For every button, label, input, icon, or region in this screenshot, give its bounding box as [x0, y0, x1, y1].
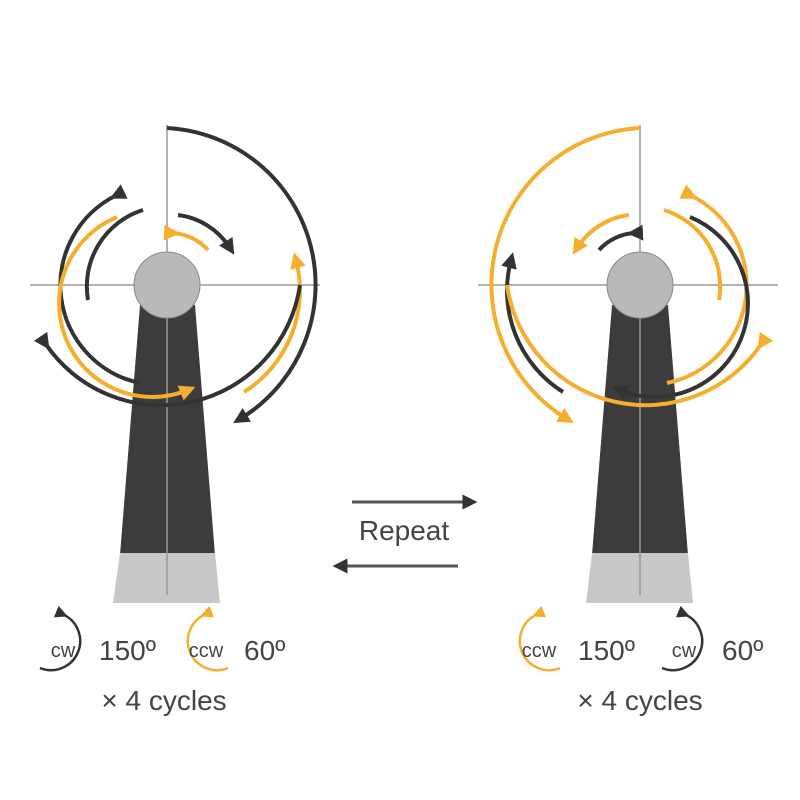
- right-ccw-badge: ccw: [518, 605, 561, 672]
- right-cycles: × 4 cycles: [577, 685, 702, 716]
- left-small-arc-accent: [163, 224, 210, 252]
- left-lower-dark-arc: [33, 284, 302, 408]
- left-cw-badge: cw: [39, 605, 82, 672]
- right-cw-angle: 60º: [722, 635, 763, 666]
- left-small-arc-dark: [177, 213, 235, 255]
- right-rotation-hub: [606, 251, 674, 319]
- left-cw-angle: 150º: [99, 635, 156, 666]
- right-inner-dark-arc: [611, 215, 750, 401]
- left-cw-text: cw: [51, 640, 76, 662]
- right-small-arc-dark: [597, 224, 644, 252]
- right-small-arc-accent: [572, 213, 630, 255]
- left-outer-cw-arc: [166, 126, 318, 424]
- repeat-indicator: Repeat: [332, 494, 478, 574]
- right-instrument: [478, 125, 778, 603]
- right-ccw-angle: 150º: [578, 635, 635, 666]
- right-sequence-labels: ccw 150º cw 60º × 4 cycles: [518, 605, 763, 716]
- right-inner-accent-arc-2: [663, 208, 723, 301]
- left-inner-dark-arc-2: [84, 208, 144, 301]
- repeat-label: Repeat: [359, 515, 450, 546]
- right-cw-badge: cw: [661, 605, 704, 672]
- left-instrument: [30, 125, 320, 603]
- right-cw-text: cw: [672, 640, 697, 662]
- left-ccw-angle: 60º: [244, 635, 285, 666]
- right-outer-cw-arc: [501, 252, 565, 394]
- left-inner-accent-arc: [57, 215, 196, 401]
- left-outer-ccw-arc: [242, 252, 306, 394]
- left-cycles: × 4 cycles: [101, 685, 226, 716]
- left-sequence-labels: cw 150º ccw 60º × 4 cycles: [39, 605, 285, 716]
- right-outer-ccw-arc: [489, 126, 641, 424]
- left-rotation-hub: [133, 251, 201, 319]
- right-lower-accent-arc: [505, 284, 774, 408]
- right-ccw-text: ccw: [522, 640, 557, 662]
- left-ccw-badge: ccw: [186, 605, 229, 672]
- left-ccw-text: ccw: [189, 640, 224, 662]
